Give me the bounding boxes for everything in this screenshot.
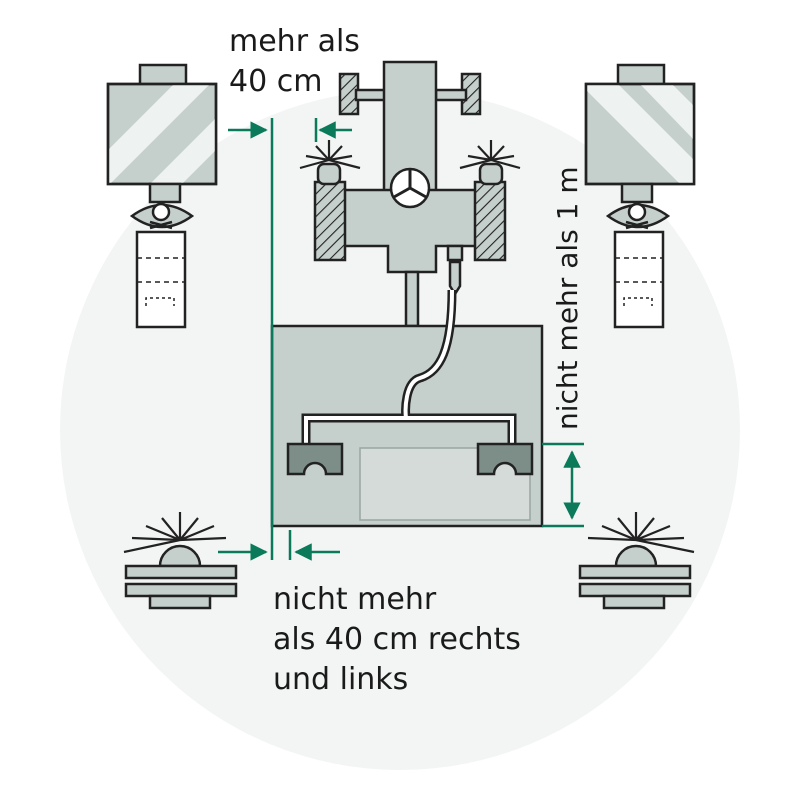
bottom-width-label-line2: als 40 cm rechts — [273, 622, 521, 657]
dimension-lines — [218, 118, 584, 561]
tractor-icon — [299, 60, 521, 328]
top-width-label-line2: 40 cm — [229, 64, 323, 99]
bottom-width-label-line1: nicht mehr — [273, 582, 437, 617]
top-width-label: mehr als 40 cm — [229, 22, 360, 102]
right-warning-panel-icon — [584, 63, 696, 329]
trailer-body — [270, 289, 544, 528]
bottom-width-label: nicht mehr als 40 cm rechts und links — [273, 580, 521, 700]
bottom-width-label-line3: und links — [273, 662, 409, 697]
left-beacon-icon — [123, 512, 238, 610]
left-warning-panel-icon — [106, 63, 218, 329]
right-distance-label-text: nicht mehr als 1 m — [551, 166, 584, 430]
right-beacon-icon — [578, 512, 695, 610]
top-width-label-line1: mehr als — [229, 24, 360, 59]
